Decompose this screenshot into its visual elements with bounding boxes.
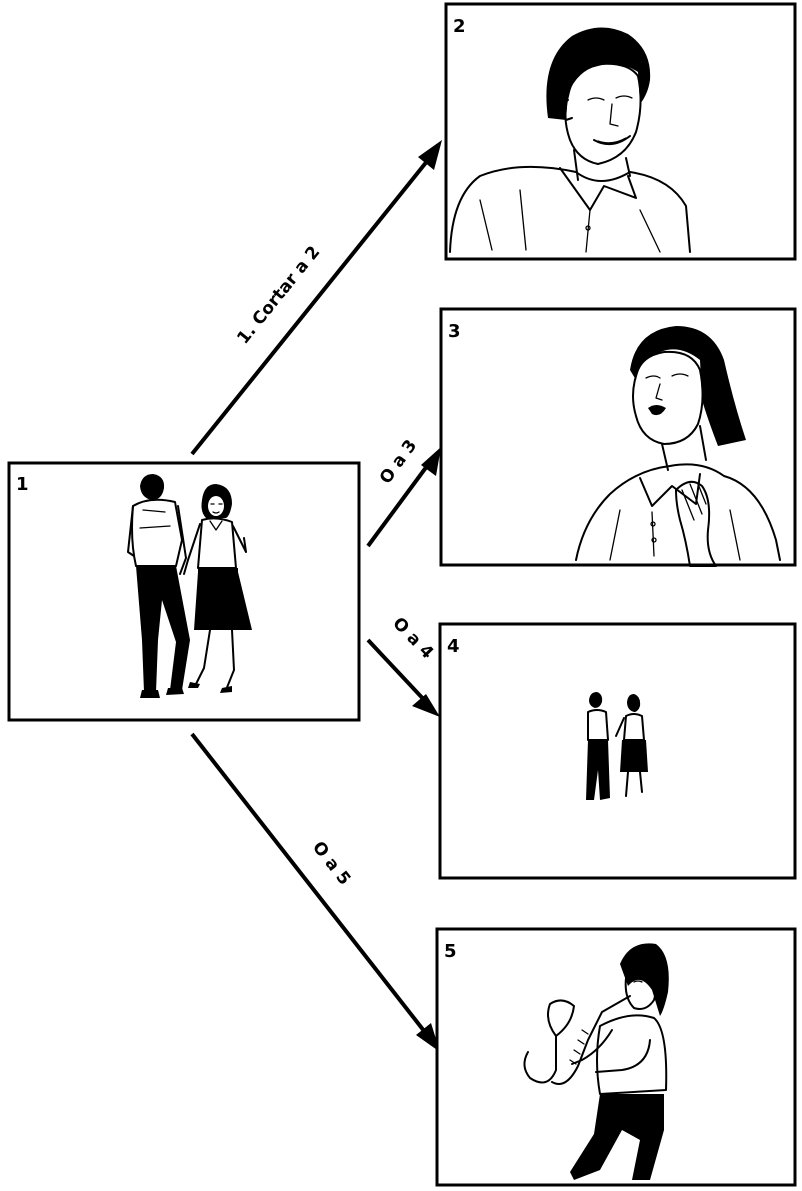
arrow-label-to-4: O a 4 bbox=[388, 614, 437, 664]
frame-4: 4 bbox=[438, 622, 797, 880]
man-closeup-illustration bbox=[449, 27, 691, 253]
couple-walking-illustration bbox=[127, 474, 252, 698]
frame-4-border bbox=[438, 622, 797, 880]
arrow-label-to-2: 1. Cortar a 2 bbox=[233, 242, 324, 348]
frame-4-number: 4 bbox=[447, 636, 460, 657]
woman-closeup-illustration bbox=[575, 326, 781, 567]
arrow-to-2: 1. Cortar a 2 bbox=[190, 140, 442, 456]
arrow-to-3: O a 3 bbox=[366, 436, 441, 548]
frame-3: 3 bbox=[439, 307, 797, 567]
arrow-label-to-5: O a 5 bbox=[308, 838, 354, 889]
arrow-to-4: O a 4 bbox=[366, 614, 440, 717]
saxophonist-illustration bbox=[523, 943, 669, 1180]
couple-wide-illustration bbox=[586, 692, 648, 800]
frame-3-number: 3 bbox=[448, 321, 461, 342]
frame-2: 2 bbox=[444, 2, 797, 261]
frame-2-number: 2 bbox=[453, 16, 466, 37]
frame-1-number: 1 bbox=[16, 474, 29, 495]
frame-1: 1 bbox=[7, 461, 361, 722]
frame-5: 5 bbox=[435, 927, 797, 1187]
frame-5-number: 5 bbox=[444, 941, 457, 962]
arrow-to-5: O a 5 bbox=[190, 732, 440, 1052]
frame-5-border bbox=[435, 927, 797, 1187]
frame-1-border bbox=[7, 461, 361, 722]
